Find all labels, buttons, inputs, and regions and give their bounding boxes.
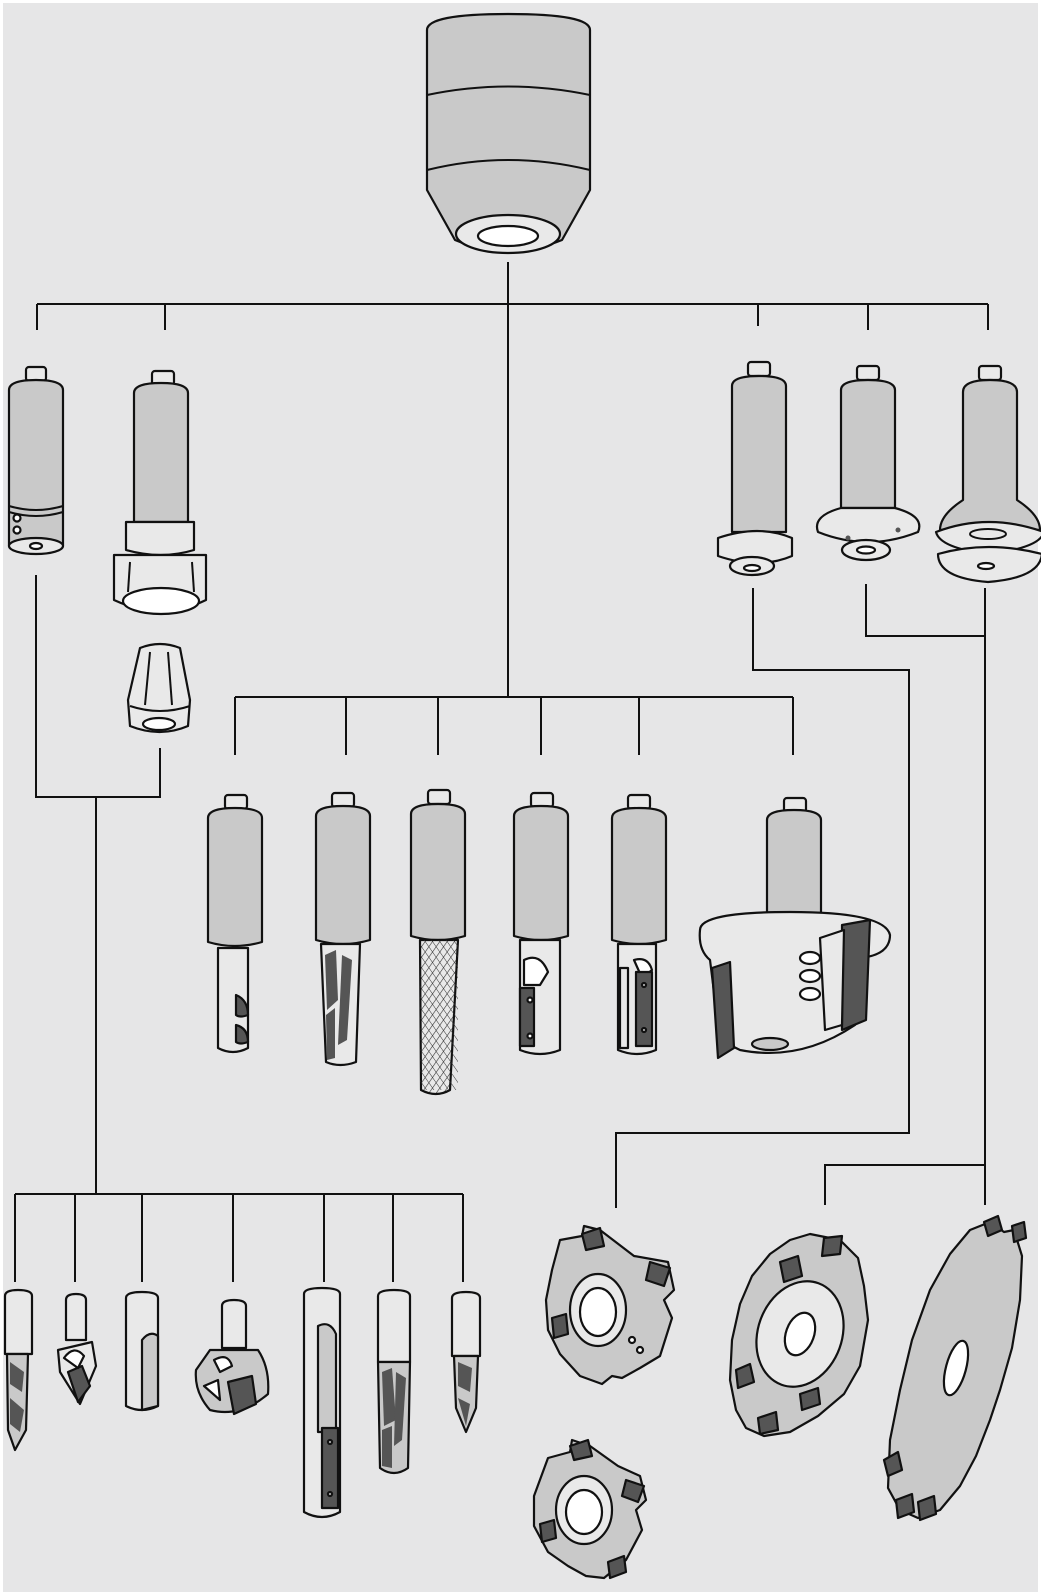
- router-bit-straight: [206, 793, 264, 1054]
- arbor-large-flange: [934, 364, 1041, 584]
- router-bit-insert-straight: [610, 793, 668, 1056]
- groove-cutter-thick: [544, 1224, 676, 1386]
- drill-bit-through: [3, 1288, 34, 1452]
- saw-blade-carbide: [728, 1232, 870, 1438]
- groove-cutter-small: [532, 1438, 648, 1580]
- connector-lines: [14, 262, 989, 1282]
- drill-bit-pointed: [450, 1290, 482, 1434]
- drill-bit-straight-flat: [124, 1290, 160, 1412]
- drill-bit-hinge-boring: [194, 1298, 270, 1416]
- drill-bit-spiral: [376, 1288, 412, 1475]
- router-bit-insert-slot: [512, 791, 570, 1056]
- collet-holder: [112, 369, 208, 616]
- cutter-head-rebate: [698, 796, 892, 1060]
- shank-holder-plain: [7, 365, 65, 556]
- router-bit-spiral-compression: [314, 791, 372, 1067]
- drill-bit-countersink: [56, 1292, 98, 1406]
- collet: [126, 642, 192, 734]
- saw-blade-thin: [882, 1214, 1028, 1522]
- router-bit-diamond-cut: [409, 788, 467, 1096]
- arbor-small-flange: [716, 360, 794, 577]
- drill-bit-long-insert: [302, 1286, 342, 1519]
- spindle-chuck: [425, 12, 592, 255]
- arbor-medium-flange: [815, 364, 921, 562]
